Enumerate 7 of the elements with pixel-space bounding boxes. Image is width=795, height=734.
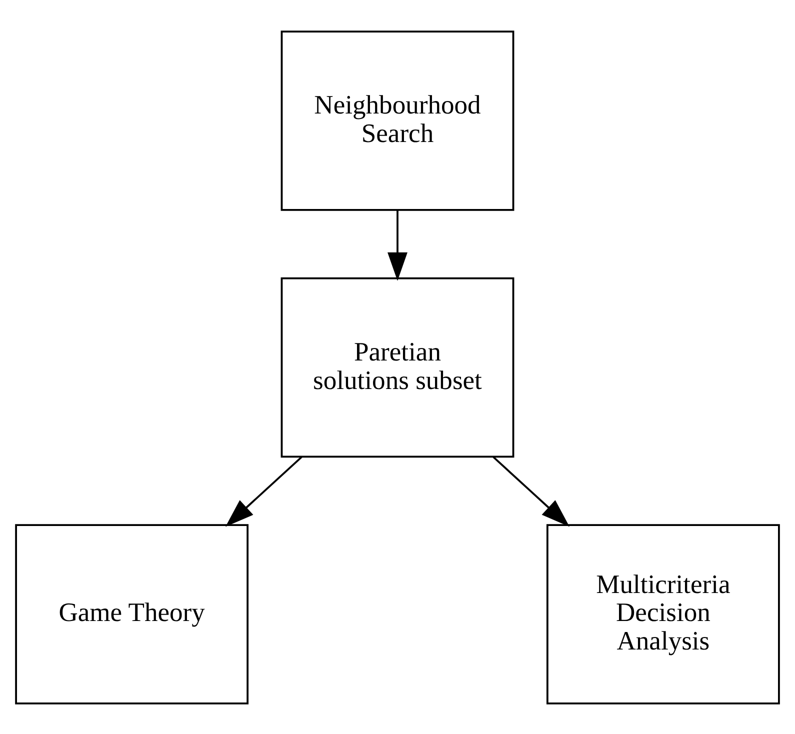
node-box: Neighbourhood Search [280,30,514,210]
arrow [388,210,408,280]
node-box: Paretian solutions subset [280,276,514,458]
arrow [225,456,302,526]
node-box: Multicriteria Decision Analysis [546,524,780,704]
arrow [492,456,570,526]
node-box: Game Theory [15,524,249,704]
